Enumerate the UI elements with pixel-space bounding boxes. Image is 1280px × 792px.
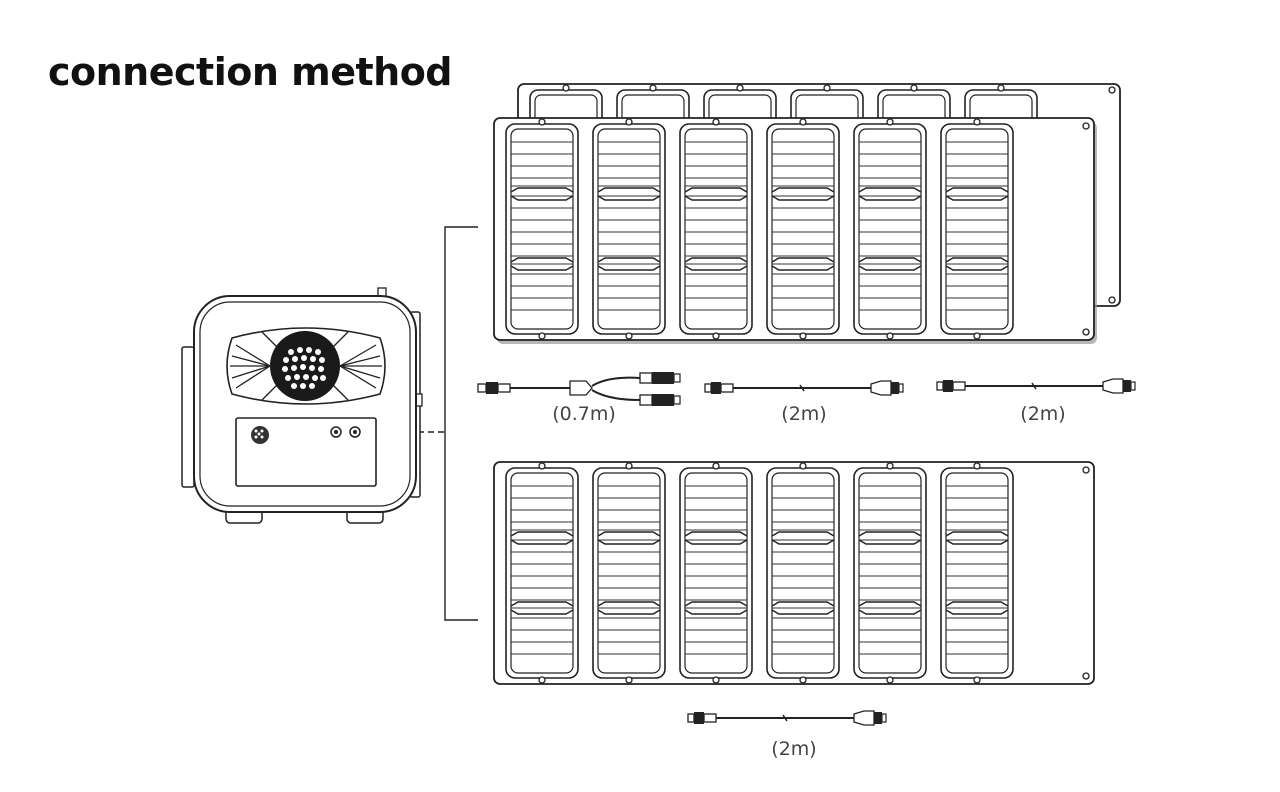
- extension-cable-3: [687, 710, 887, 726]
- extension-2-length-label: (2m): [1020, 403, 1065, 425]
- extension-1-length-label: (2m): [781, 403, 826, 425]
- solar-panel-bottom: [494, 462, 1094, 684]
- solar-panel-top: [494, 118, 1094, 340]
- power-station: [181, 287, 423, 524]
- page-title: connection method: [48, 50, 453, 94]
- splitter-cable: [477, 372, 681, 406]
- splitter-length-label: (0.7m): [552, 403, 616, 425]
- extension-cable-2: [936, 378, 1136, 394]
- extension-3-length-label: (2m): [771, 738, 816, 760]
- extension-cable-1: [704, 380, 904, 396]
